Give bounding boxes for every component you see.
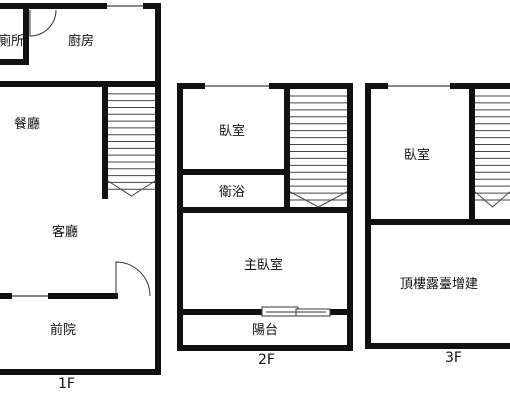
floor-label-1f: 1F xyxy=(58,376,75,392)
room-label-bathroom: 衛浴 xyxy=(219,185,245,200)
floor-label-2f: 2F xyxy=(258,352,275,368)
living-door-icon xyxy=(115,261,151,297)
room-label-balcony: 陽台 xyxy=(252,323,278,338)
floor-label-3f: 3F xyxy=(445,350,462,366)
stairs-3f xyxy=(474,95,510,208)
room-label-2f-bedroom: 臥室 xyxy=(219,123,245,139)
floor-1f-doors xyxy=(29,9,151,297)
kitchen-door-icon xyxy=(29,9,57,37)
room-label-rooftop-extension: 頂樓露臺增建 xyxy=(400,277,478,292)
floor-3f-walls xyxy=(365,83,510,349)
room-label-kitchen: 廚房 xyxy=(68,33,94,49)
stair-arrow-icon xyxy=(107,180,156,197)
room-label-living: 客廳 xyxy=(52,224,78,240)
stairs-1f xyxy=(107,93,156,197)
stair-arrow-icon xyxy=(289,191,348,208)
floor-1f-window-lines xyxy=(11,5,144,297)
stairs-group xyxy=(107,93,510,208)
room-label-3f-bedroom: 臥室 xyxy=(404,147,430,163)
room-label-toilet: 廁所 xyxy=(0,33,24,49)
stair-arrow-icon xyxy=(474,191,510,208)
room-label-dining: 餐廳 xyxy=(14,116,40,132)
room-label-front-yard: 前院 xyxy=(50,322,76,338)
balcony-sliding-door-icon xyxy=(261,306,331,317)
stairs-2f xyxy=(289,95,348,208)
room-label-master-bedroom: 主臥室 xyxy=(244,257,283,273)
